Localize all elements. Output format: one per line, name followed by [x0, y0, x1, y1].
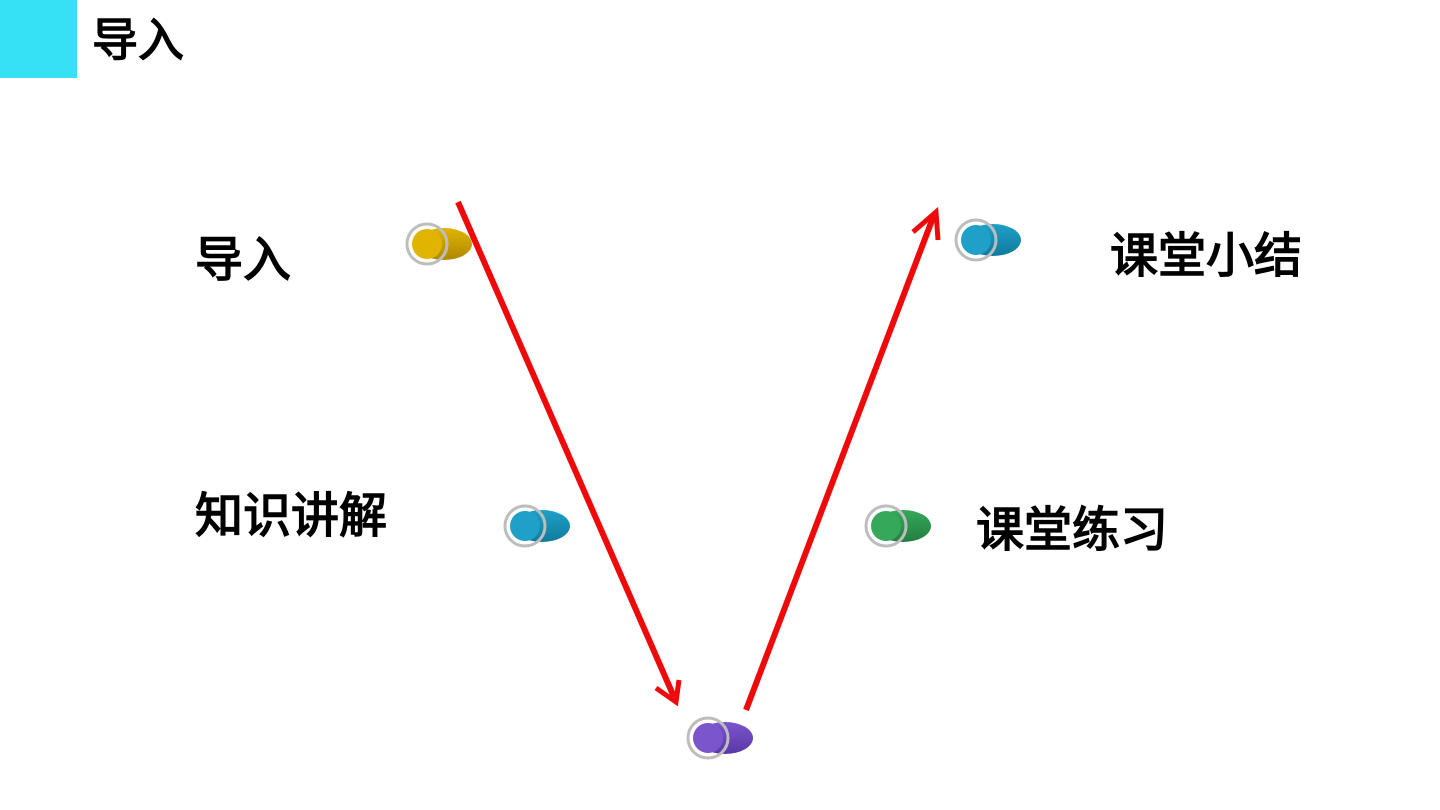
node-ring [503, 504, 547, 548]
node-lecture [503, 504, 570, 548]
node-ring [864, 504, 908, 548]
arrow-up [743, 213, 937, 712]
label-practice: 课堂练习 [976, 502, 1169, 558]
node-ring [405, 222, 449, 266]
arrows [455, 200, 941, 712]
node-core [412, 229, 442, 259]
title-accent-block [0, 0, 77, 78]
node-practice [864, 504, 931, 548]
node-ring [954, 218, 998, 262]
node-summary [954, 218, 1021, 262]
arrow-down-head [654, 679, 682, 707]
node-core [871, 511, 901, 541]
arrow-down [455, 200, 677, 699]
slide-title: 导入 [92, 13, 184, 67]
label-lecture: 知识讲解 [195, 488, 388, 544]
node-core [961, 225, 991, 255]
arrow-up-head [911, 206, 941, 241]
label-intro: 导入 [195, 232, 292, 288]
node-core [693, 723, 723, 753]
node-ring [686, 716, 730, 760]
node-center [686, 716, 753, 760]
label-summary: 课堂小结 [1110, 228, 1303, 284]
node-core [510, 511, 540, 541]
node-intro [405, 222, 472, 266]
